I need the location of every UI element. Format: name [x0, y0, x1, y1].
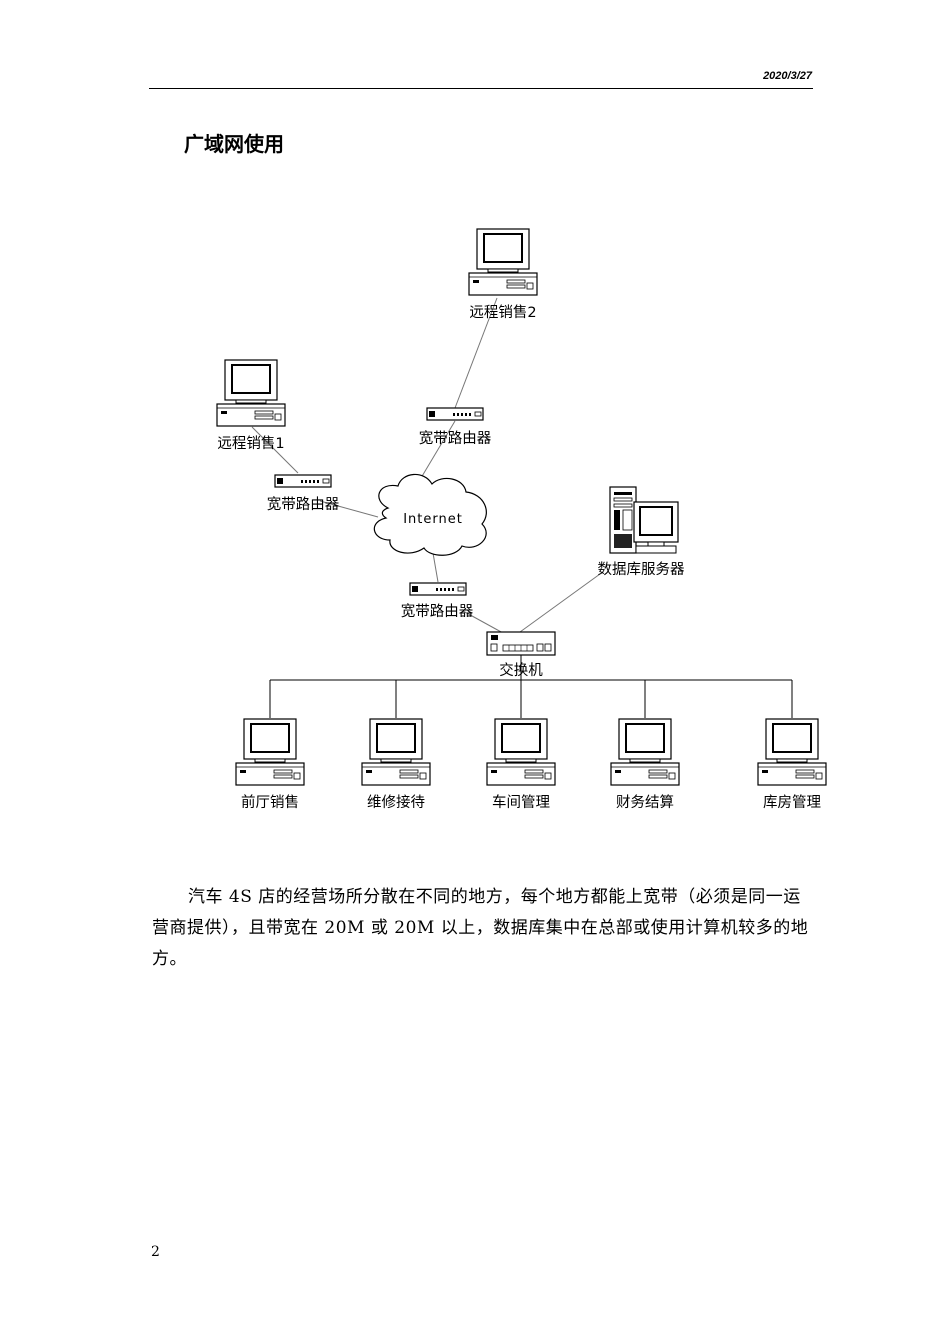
- remote-sales-1-label: 远程销售1: [217, 435, 284, 452]
- client-2-computer-icon: [361, 718, 431, 786]
- header-date: 2020/3/27: [763, 70, 812, 82]
- router-left-icon: [274, 474, 332, 488]
- client-4-label: 财务结算: [616, 794, 674, 811]
- network-diagram: 远程销售2 远程销售1 宽带路由器 宽带路由器 宽带路由器 Internet 数…: [216, 228, 827, 811]
- page-number: 2: [151, 1244, 160, 1260]
- database-server-icon: [609, 486, 679, 554]
- body-paragraph: 汽车 4S 店的经营场所分散在不同的地方，每个地方都能上宽带（必须是同一运营商提…: [152, 887, 809, 969]
- switch-icon: [486, 631, 556, 656]
- database-server-label: 数据库服务器: [598, 561, 685, 578]
- router-top-icon: [426, 407, 484, 421]
- switch-label: 交换机: [499, 661, 543, 679]
- client-4-computer-icon: [610, 718, 680, 786]
- client-1-computer-icon: [235, 718, 305, 786]
- client-1-label: 前厅销售: [241, 794, 299, 811]
- header-rule: [149, 88, 813, 89]
- client-5-label: 库房管理: [763, 794, 821, 811]
- remote-sales-2-label: 远程销售2: [469, 304, 536, 321]
- router-bottom-label: 宽带路由器: [401, 603, 474, 620]
- remote-sales-2-computer-icon: [468, 228, 538, 296]
- connection-lines: [251, 297, 601, 634]
- internet-cloud-icon: [373, 473, 487, 556]
- section-title: 广域网使用: [184, 132, 284, 156]
- client-3-label: 车间管理: [492, 794, 550, 811]
- lan-bus: [269, 655, 793, 718]
- router-left-label: 宽带路由器: [267, 496, 340, 513]
- internet-label: Internet: [403, 512, 463, 527]
- client-3-computer-icon: [486, 718, 556, 786]
- remote-sales-1-computer-icon: [216, 359, 286, 427]
- client-2-label: 维修接待: [367, 794, 425, 811]
- router-top-label: 宽带路由器: [419, 430, 492, 447]
- router-bottom-icon: [409, 582, 467, 596]
- client-5-computer-icon: [757, 718, 827, 786]
